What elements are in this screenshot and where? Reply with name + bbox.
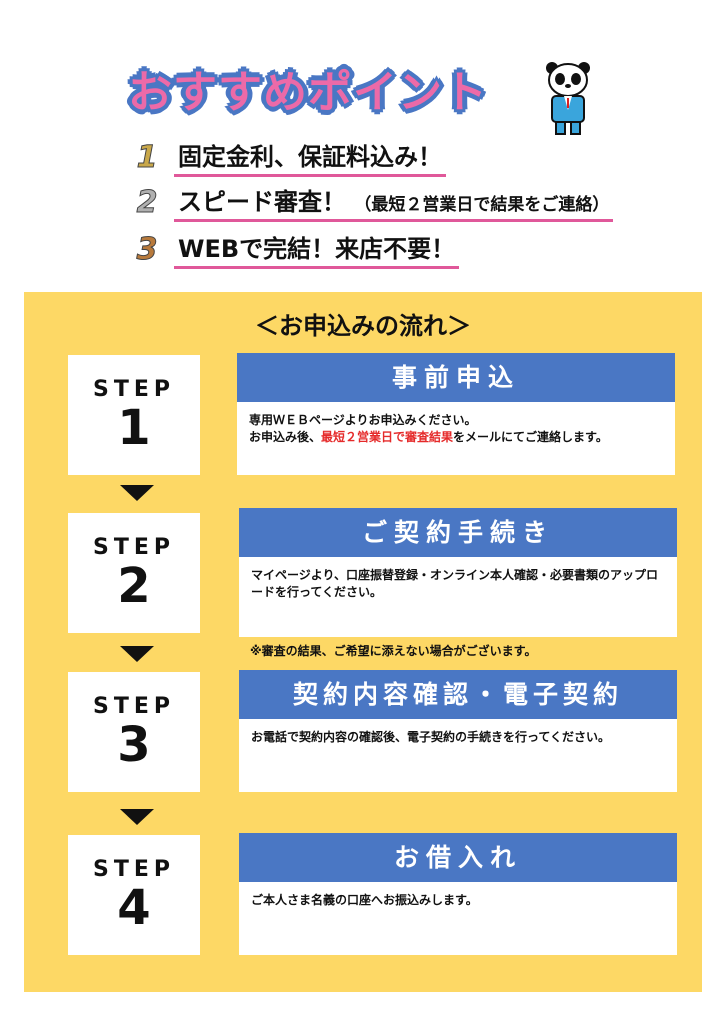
step-4-description: ご本人さま名義の口座へお振込みします。 — [239, 882, 677, 955]
step-label: STEP — [92, 857, 175, 882]
panda-mascot-icon — [546, 62, 590, 135]
step-number: 4 — [117, 880, 151, 936]
down-arrow-icon — [120, 809, 154, 825]
point-text: スピード審査！ （最短２営業日で結果をご連絡） — [174, 182, 614, 222]
step-1-heading: 事前申込 — [237, 353, 675, 402]
step-3-description: お電話で契約内容の確認後、電子契約の手続きを行ってください。 — [239, 719, 677, 792]
step-number: 3 — [117, 717, 151, 773]
review-note: ※審査の結果、ご希望に添えない場合がございます。 — [250, 644, 537, 658]
point-text: WEBで完結！来店不要！ — [174, 229, 460, 269]
page-title: おすすめポイント — [128, 67, 488, 118]
point-sub: （最短２営業日で結果をご連絡） — [354, 195, 610, 215]
point-main: スピード審査！ — [178, 188, 346, 216]
step-4-heading: お借入れ — [239, 833, 677, 882]
point-1: 1 固定金利、保証料込み！ — [130, 137, 446, 177]
step-number: 2 — [117, 558, 151, 614]
step-3-heading: 契約内容確認・電子契約 — [239, 670, 677, 719]
highlight-text: 最短２営業日で審査結果 — [321, 430, 454, 444]
step-label: STEP — [92, 694, 175, 719]
text: お申込み後、 — [249, 430, 322, 444]
step-2-heading: ご契約手続き — [239, 508, 677, 557]
point-number: 3 — [136, 231, 158, 267]
step-label: STEP — [92, 377, 175, 402]
point-text: 固定金利、保証料込み！ — [174, 137, 446, 177]
down-arrow-icon — [120, 646, 154, 662]
description-line: 専用ＷＥＢページよりお申込みください。 — [249, 413, 477, 427]
description-line: お申込み後、最短２営業日で審査結果をメールにてご連絡します。 — [249, 429, 663, 446]
step-number: 1 — [117, 400, 151, 456]
flow-title: ＜お申込みの流れ＞ — [255, 312, 471, 340]
step-2-description: マイページより、口座振替登録・オンライン本人確認・必要書類のアップロードを行って… — [239, 557, 677, 637]
point-3: 3 WEBで完結！来店不要！ — [130, 229, 460, 269]
step-label: STEP — [92, 535, 175, 560]
text: をメールにてご連絡します。 — [453, 430, 608, 444]
point-number: 2 — [136, 184, 158, 220]
point-2: 2 スピード審査！ （最短２営業日で結果をご連絡） — [130, 182, 614, 222]
down-arrow-icon — [120, 485, 154, 501]
point-number: 1 — [136, 139, 158, 175]
step-1-description: 専用ＷＥＢページよりお申込みください。 お申込み後、最短２営業日で審査結果をメー… — [237, 402, 675, 475]
